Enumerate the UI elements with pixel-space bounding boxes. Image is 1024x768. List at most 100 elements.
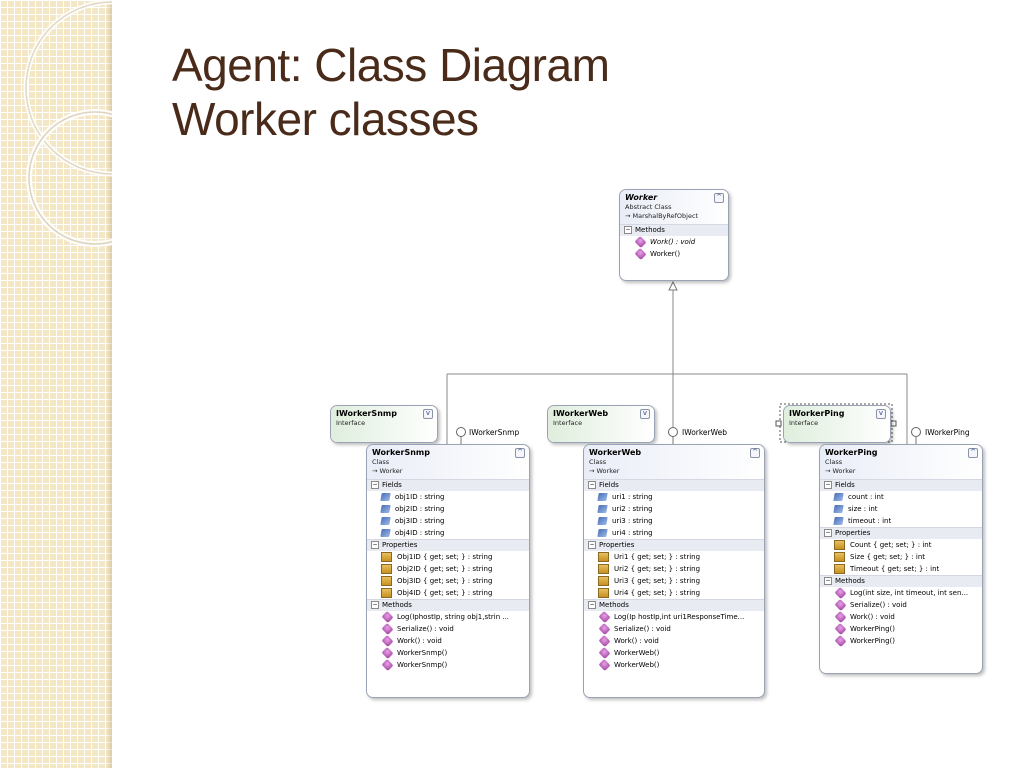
- decorative-circles: [23, 0, 130, 260]
- field-row: uri3 : string: [584, 515, 764, 527]
- property-row: Obj1ID { get; set; } : string: [367, 551, 529, 563]
- method-row: WorkerSnmp(): [367, 658, 529, 672]
- property-icon: [381, 576, 392, 586]
- field-icon: [380, 493, 391, 501]
- workerweb-class-box[interactable]: WorkerWeb Class → Worker ^ −Fields uri1 …: [583, 444, 765, 698]
- lollipop-label-snmp: IWorkerSnmp: [469, 428, 520, 437]
- fields-section[interactable]: −Fields: [367, 479, 529, 491]
- field-row: obj1ID : string: [367, 491, 529, 503]
- expand-icon[interactable]: v: [640, 409, 650, 419]
- property-row: Timeout { get; set; } : int: [820, 563, 982, 575]
- method-icon: [634, 235, 647, 249]
- property-row: Obj2ID { get; set; } : string: [367, 563, 529, 575]
- property-row: Size { get; set; } : int: [820, 551, 982, 563]
- method-row: Work() : void: [367, 634, 529, 648]
- field-row: timeout : int: [820, 515, 982, 527]
- property-row: Uri2 { get; set; } : string: [584, 563, 764, 575]
- methods-section[interactable]: −Methods: [367, 599, 529, 611]
- collapse-icon[interactable]: ^: [968, 448, 978, 458]
- method-icon: [381, 622, 394, 636]
- field-icon: [597, 505, 608, 513]
- workersnmp-class-box[interactable]: WorkerSnmp Class → Worker ^ −Fields obj1…: [366, 444, 530, 698]
- method-icon: [834, 634, 847, 648]
- worker-method-row: Work() : void: [620, 235, 728, 249]
- iworkersnmp-interface-box[interactable]: IWorkerSnmp Interface v: [330, 405, 438, 443]
- field-icon: [597, 493, 608, 501]
- properties-section[interactable]: −Properties: [820, 527, 982, 539]
- worker-header: Worker Abstract Class → MarshalByRefObje…: [620, 190, 728, 224]
- properties-section[interactable]: −Properties: [367, 539, 529, 551]
- property-icon: [381, 552, 392, 562]
- collapse-icon[interactable]: ^: [714, 193, 724, 203]
- title-line-1: Agent: Class Diagram: [172, 39, 610, 91]
- collapse-icon[interactable]: ^: [515, 448, 525, 458]
- property-icon: [834, 540, 845, 550]
- property-row: Uri1 { get; set; } : string: [584, 551, 764, 563]
- iworkerweb-interface-box[interactable]: IWorkerWeb Interface v: [547, 405, 655, 443]
- field-icon: [380, 505, 391, 513]
- properties-section[interactable]: −Properties: [584, 539, 764, 551]
- collapse-icon[interactable]: ^: [750, 448, 760, 458]
- field-row: count : int: [820, 491, 982, 503]
- method-row: Log(Ip hostIp,int uri1ResponseTime...: [584, 610, 764, 624]
- field-icon: [380, 529, 391, 537]
- property-icon: [381, 564, 392, 574]
- worker-methods-section[interactable]: −Methods: [620, 224, 728, 236]
- field-row: uri1 : string: [584, 491, 764, 503]
- expand-icon[interactable]: v: [876, 409, 886, 419]
- method-icon: [598, 646, 611, 660]
- method-row: WorkerPing(): [820, 622, 982, 636]
- method-row: WorkerWeb(): [584, 646, 764, 660]
- property-icon: [834, 552, 845, 562]
- property-row: Uri3 { get; set; } : string: [584, 575, 764, 587]
- method-row: Serialize() : void: [367, 622, 529, 636]
- field-row: obj3ID : string: [367, 515, 529, 527]
- method-icon: [381, 658, 394, 672]
- method-row: WorkerSnmp(): [367, 646, 529, 660]
- fields-section[interactable]: −Fields: [584, 479, 764, 491]
- worker-class-box[interactable]: Worker Abstract Class → MarshalByRefObje…: [619, 189, 729, 281]
- method-icon: [381, 634, 394, 648]
- field-icon: [380, 517, 391, 525]
- methods-section[interactable]: −Methods: [584, 599, 764, 611]
- lollipop-label-web: IWorkerWeb: [682, 428, 727, 437]
- field-row: uri4 : string: [584, 527, 764, 539]
- expand-icon[interactable]: v: [423, 409, 433, 419]
- method-icon: [598, 610, 611, 624]
- property-icon: [598, 588, 609, 598]
- iworkerping-interface-box[interactable]: IWorkerPing Interface v: [783, 405, 891, 443]
- worker-base: → MarshalByRefObject: [625, 212, 699, 220]
- method-row: Serialize() : void: [820, 598, 982, 612]
- worker-method-row: Worker(): [620, 247, 728, 261]
- field-icon: [597, 517, 608, 525]
- field-icon: [597, 529, 608, 537]
- method-row: Work() : void: [584, 634, 764, 648]
- method-icon: [598, 658, 611, 672]
- property-row: Obj3ID { get; set; } : string: [367, 575, 529, 587]
- worker-name: Worker: [625, 193, 658, 202]
- method-icon: [598, 622, 611, 636]
- property-row: Obj4ID { get; set; } : string: [367, 587, 529, 599]
- field-icon: [833, 517, 844, 525]
- worker-kind: Abstract Class: [625, 203, 672, 211]
- field-row: obj4ID : string: [367, 527, 529, 539]
- method-icon: [598, 634, 611, 648]
- field-row: obj2ID : string: [367, 503, 529, 515]
- property-icon: [834, 564, 845, 574]
- property-icon: [598, 576, 609, 586]
- method-icon: [834, 622, 847, 636]
- method-row: WorkerWeb(): [584, 658, 764, 672]
- field-row: uri2 : string: [584, 503, 764, 515]
- method-row: Log(IphostIp, string obj1,strin ...: [367, 610, 529, 624]
- method-icon: [834, 610, 847, 624]
- method-icon: [634, 247, 647, 261]
- methods-section[interactable]: −Methods: [820, 575, 982, 587]
- method-icon: [381, 610, 394, 624]
- method-icon: [381, 646, 394, 660]
- title-line-2: Worker classes: [172, 93, 479, 145]
- fields-section[interactable]: −Fields: [820, 479, 982, 491]
- method-row: Work() : void: [820, 610, 982, 624]
- workerping-class-box[interactable]: WorkerPing Class → Worker ^ −Fields coun…: [819, 444, 983, 674]
- method-icon: [834, 586, 847, 600]
